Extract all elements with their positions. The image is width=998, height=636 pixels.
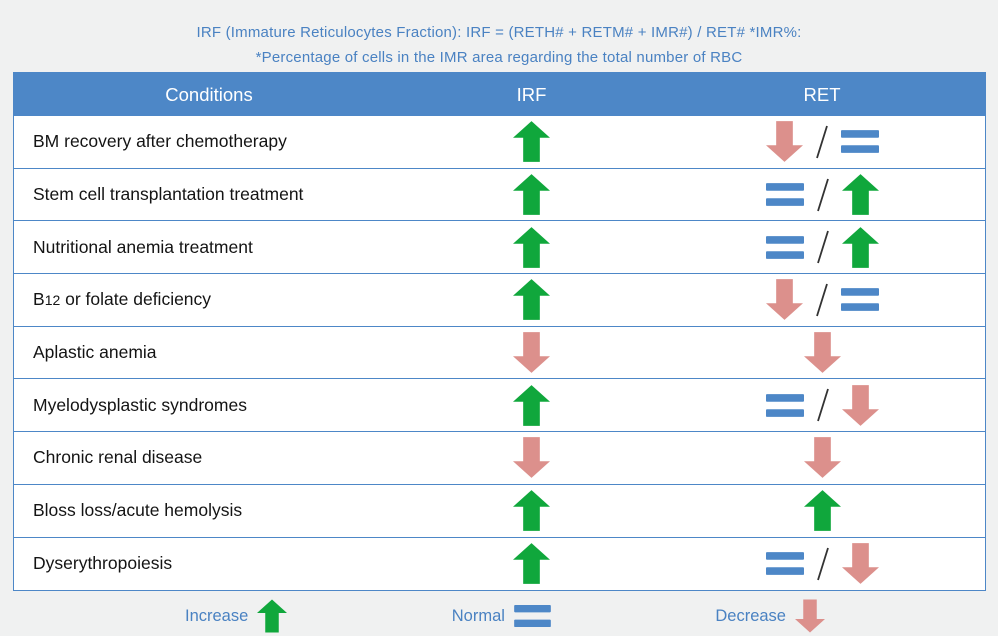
increase-arrow-icon xyxy=(513,543,550,585)
decrease-arrow-icon xyxy=(513,437,550,479)
condition-cell: BM recovery after chemotherapy xyxy=(14,131,404,152)
ret-cell xyxy=(659,221,985,273)
title-line-1: IRF (Immature Reticulocytes Fraction): I… xyxy=(196,24,802,41)
ret-cell xyxy=(659,274,985,326)
table-row: Aplastic anemia xyxy=(14,326,985,380)
normal-equals-icon xyxy=(765,393,804,417)
increase-arrow-icon xyxy=(841,174,879,215)
table-row: Chronic renal disease xyxy=(14,432,985,485)
slash-icon xyxy=(815,283,828,317)
table-header-row: Conditions IRF RET xyxy=(14,73,985,116)
legend: Increase Normal Decrease xyxy=(185,596,825,636)
condition-cell: Dyserythropoiesis xyxy=(14,553,404,574)
irf-cell xyxy=(404,116,659,168)
ret-cell xyxy=(659,432,985,484)
slash-icon xyxy=(816,178,829,211)
table-row: B12 or folate deficiency xyxy=(14,274,985,327)
legend-item-decrease: Decrease xyxy=(715,596,825,636)
decrease-arrow-icon xyxy=(513,332,550,373)
table-row: Dyserythropoiesis xyxy=(14,537,985,591)
increase-arrow-icon xyxy=(257,599,288,633)
irf-cell xyxy=(404,327,659,379)
decrease-arrow-icon xyxy=(765,279,803,321)
condition-text: Dyserythropoiesis xyxy=(33,553,173,574)
normal-equals-icon xyxy=(840,130,879,154)
ret-cell xyxy=(659,485,985,537)
decrease-arrow-icon xyxy=(794,599,825,633)
condition-text: Nutritional anemia treatment xyxy=(33,236,253,257)
condition-cell: Myelodysplastic syndromes xyxy=(14,395,404,416)
decrease-arrow-icon xyxy=(765,121,803,163)
legend-item-increase: Increase xyxy=(185,596,288,636)
table-row: BM recovery after chemotherapy xyxy=(14,116,985,169)
decrease-arrow-icon xyxy=(803,332,841,373)
condition-cell: Nutritional anemia treatment xyxy=(14,237,404,258)
condition-cell: B12 or folate deficiency xyxy=(14,289,404,310)
normal-equals-icon xyxy=(765,235,804,259)
table-row: Nutritional anemia treatment xyxy=(14,221,985,275)
increase-arrow-icon xyxy=(513,279,550,321)
title-line-2: *Percentage of cells in the IMR area reg… xyxy=(255,48,743,66)
condition-text: or folate deficiency xyxy=(60,289,212,310)
slash-icon xyxy=(816,230,829,264)
normal-equals-icon xyxy=(514,605,551,627)
normal-equals-icon xyxy=(765,552,804,576)
irf-cell xyxy=(404,274,659,326)
condition-cell: Chronic renal disease xyxy=(14,447,404,468)
table-row: Stem cell transplantation treatment xyxy=(14,168,985,222)
legend-label: Decrease xyxy=(715,606,786,625)
increase-arrow-icon xyxy=(513,490,550,532)
column-header-irf: IRF xyxy=(516,83,547,105)
legend-label: Increase xyxy=(185,606,249,625)
ret-cell xyxy=(659,116,985,168)
column-header-ret: RET xyxy=(803,83,841,105)
condition-text: 12 xyxy=(44,292,61,309)
irf-cell xyxy=(404,169,659,221)
condition-text: Myelodysplastic syndromes xyxy=(33,394,247,415)
normal-equals-icon xyxy=(765,183,804,206)
condition-text: BM recovery after chemotherapy xyxy=(33,131,287,152)
ret-cell xyxy=(659,169,985,221)
condition-text: Bloss loss/acute hemolysis xyxy=(33,500,243,521)
increase-arrow-icon xyxy=(513,121,550,163)
table-row: Bloss loss/acute hemolysis xyxy=(14,484,985,538)
condition-text: Chronic renal disease xyxy=(33,447,203,468)
figure-title: IRF (Immature Reticulocytes Fraction): I… xyxy=(0,0,998,70)
ret-cell xyxy=(659,379,985,431)
normal-equals-icon xyxy=(840,288,879,312)
slash-icon xyxy=(816,389,829,422)
increase-arrow-icon xyxy=(513,384,550,426)
slash-icon xyxy=(816,547,829,581)
irf-cell xyxy=(404,432,659,484)
slash-icon xyxy=(815,125,828,159)
legend-label: Normal xyxy=(451,606,505,625)
decrease-arrow-icon xyxy=(803,437,841,479)
legend-item-normal: Normal xyxy=(452,605,551,627)
ret-cell xyxy=(659,538,985,591)
ret-cell xyxy=(659,327,985,379)
increase-arrow-icon xyxy=(513,226,550,268)
condition-text: B xyxy=(33,289,45,310)
irf-cell xyxy=(404,379,659,431)
condition-text: Aplastic anemia xyxy=(33,342,157,363)
irf-cell xyxy=(404,538,659,591)
condition-cell: Bloss loss/acute hemolysis xyxy=(14,500,404,521)
irf-cell xyxy=(404,485,659,537)
decrease-arrow-icon xyxy=(841,384,879,426)
increase-arrow-icon xyxy=(513,174,550,215)
increase-arrow-icon xyxy=(803,490,841,532)
decrease-arrow-icon xyxy=(841,543,879,585)
column-header-conditions: Conditions xyxy=(165,83,253,105)
condition-cell: Stem cell transplantation treatment xyxy=(14,184,404,205)
increase-arrow-icon xyxy=(841,226,879,268)
table-row: Myelodysplastic syndromes xyxy=(14,379,985,433)
irf-cell xyxy=(404,221,659,273)
condition-cell: Aplastic anemia xyxy=(14,342,404,363)
condition-text: Stem cell transplantation treatment xyxy=(33,184,304,205)
irf-conditions-table: Conditions IRF RET BM recovery after che… xyxy=(13,72,986,592)
